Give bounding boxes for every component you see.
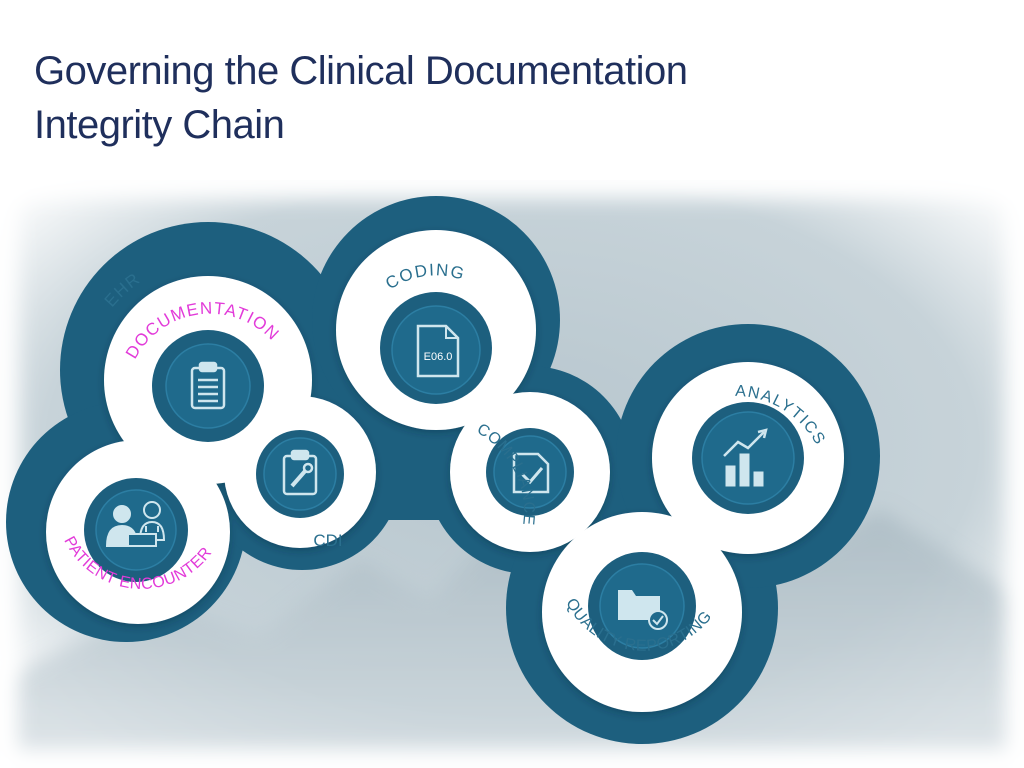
code-label: E06.0 bbox=[424, 351, 453, 363]
page-title: Governing the Clinical Documentation Int… bbox=[34, 44, 688, 152]
code-file-icon: E06.0 bbox=[416, 324, 460, 378]
file-check-icon bbox=[512, 452, 550, 494]
cdi-label: CDI bbox=[313, 531, 342, 550]
patient-doctor-icon bbox=[105, 501, 166, 547]
chain-svg: E06.0 EHR DOCUMENTATION PATIENT ENCOUNTE… bbox=[0, 180, 1024, 768]
title-line-2: Integrity Chain bbox=[34, 103, 285, 147]
clipboard-wrench-icon bbox=[282, 449, 318, 496]
integrity-chain-diagram: E06.0 EHR DOCUMENTATION PATIENT ENCOUNTE… bbox=[0, 180, 1024, 768]
bar-chart-trend-icon bbox=[723, 428, 768, 487]
folder-check-icon bbox=[618, 590, 668, 630]
clipboard-list-icon bbox=[190, 361, 226, 410]
title-line-1: Governing the Clinical Documentation bbox=[34, 49, 688, 93]
